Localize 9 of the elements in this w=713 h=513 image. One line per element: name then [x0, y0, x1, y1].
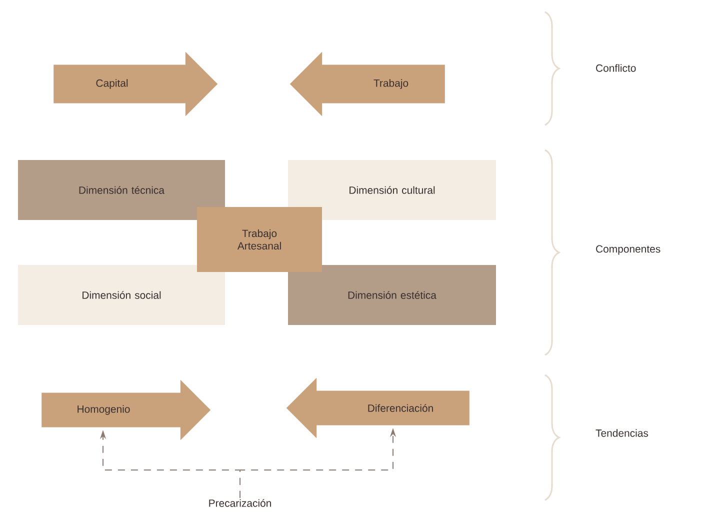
- dimension-box: Dimensión social: [18, 265, 225, 325]
- caption-text: Precarización: [209, 499, 271, 507]
- dimension-box: Dimensión técnica: [18, 160, 225, 220]
- group-label: Componentes: [596, 245, 660, 255]
- dimension-box: Dimensión estética: [288, 265, 496, 325]
- dimension-box: Dimensión cultural: [288, 160, 496, 220]
- dimension-box: Trabajo Artesanal: [197, 207, 322, 272]
- group-label: Tendencias: [596, 429, 648, 437]
- group-label: Conflicto: [596, 64, 636, 72]
